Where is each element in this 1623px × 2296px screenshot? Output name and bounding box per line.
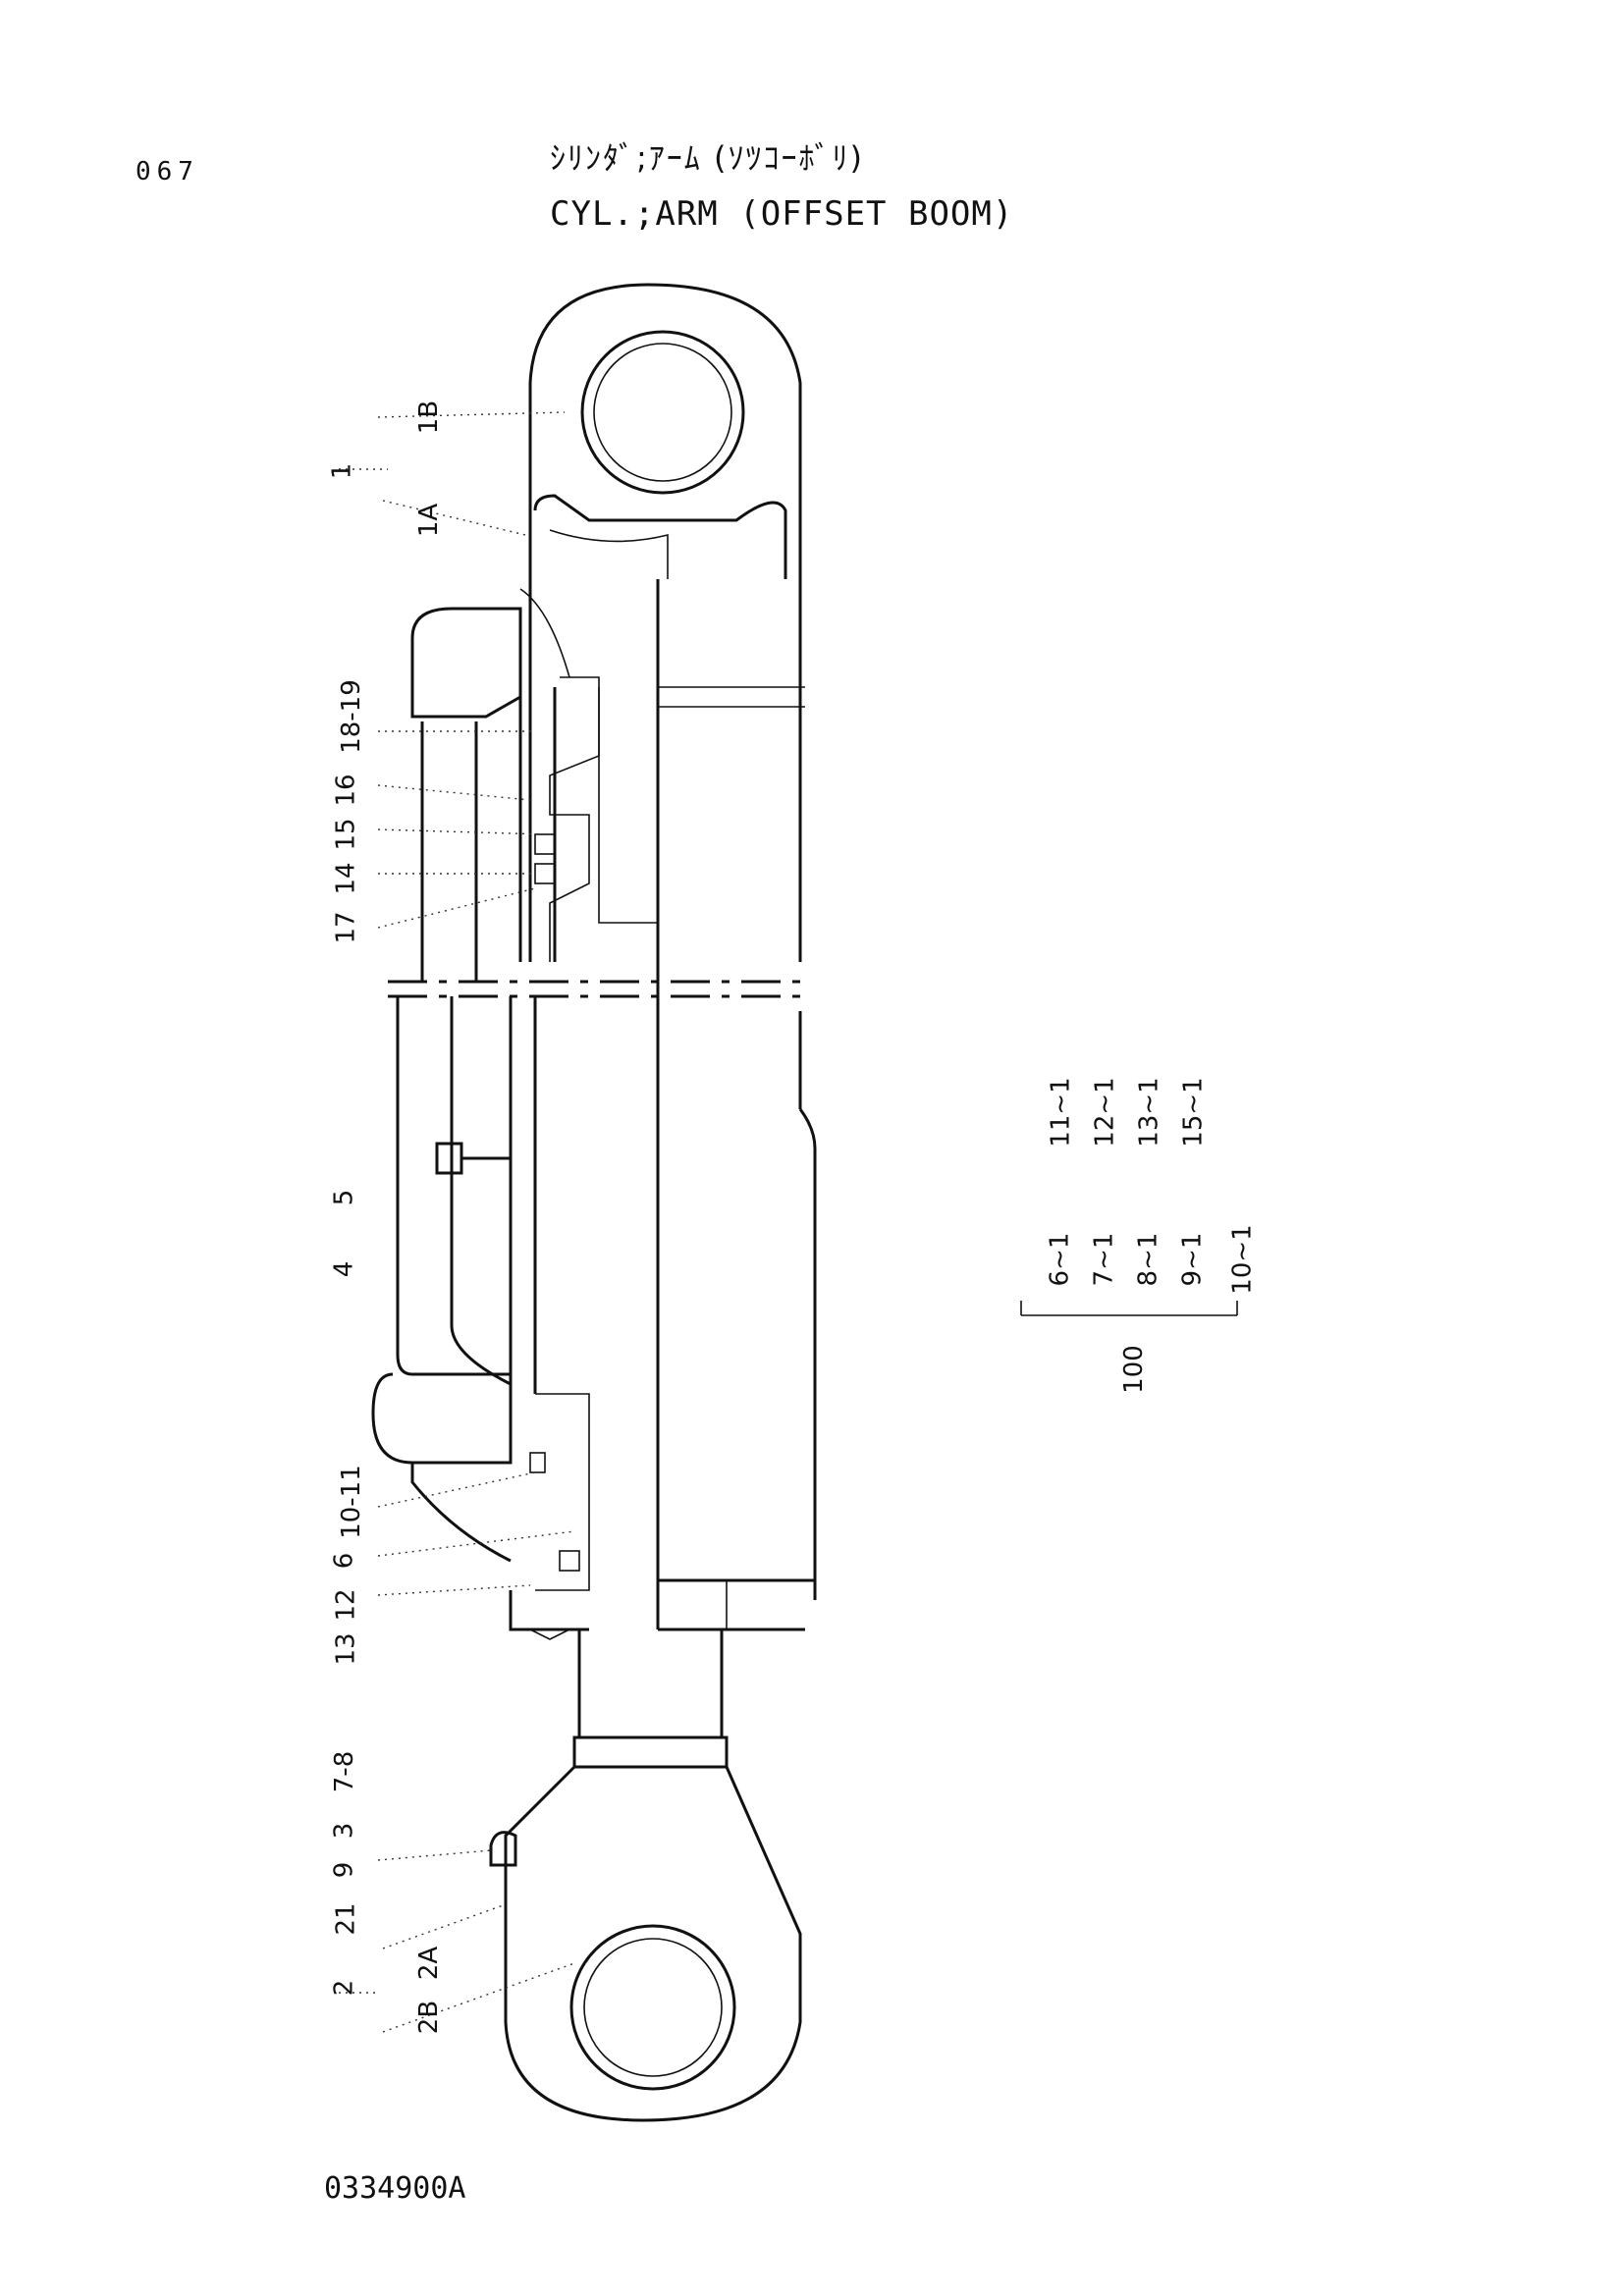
head-eye bbox=[528, 283, 802, 579]
callout-12: 12 bbox=[331, 1588, 361, 1622]
kit-bracket bbox=[1020, 1301, 1238, 1316]
kit-item: 12~1 bbox=[1090, 1077, 1120, 1148]
kit-item: 9~1 bbox=[1177, 1232, 1208, 1287]
kit-item: 10~1 bbox=[1227, 1224, 1258, 1295]
callout-1a: 1A bbox=[414, 503, 445, 538]
lower-gland bbox=[509, 996, 590, 1640]
callout-7-8: 7-8 bbox=[330, 1750, 360, 1793]
callout-15: 15 bbox=[331, 818, 361, 851]
callout-18-19: 18-19 bbox=[336, 679, 366, 754]
kit-item: 8~1 bbox=[1133, 1232, 1163, 1287]
callout-2b: 2B bbox=[414, 2000, 445, 2035]
page-number: 067 bbox=[135, 157, 199, 187]
leader-lines bbox=[339, 411, 575, 2033]
lower-pipe bbox=[371, 1142, 513, 1563]
break-line bbox=[388, 980, 805, 998]
kit-item: 6~1 bbox=[1045, 1232, 1075, 1287]
rod-eye bbox=[489, 1765, 802, 2122]
callout-14: 14 bbox=[331, 862, 361, 895]
kit-item: 7~1 bbox=[1089, 1232, 1119, 1287]
callout-2: 2 bbox=[329, 1979, 359, 1997]
kit-item: 15~1 bbox=[1178, 1077, 1209, 1148]
callout-9: 9 bbox=[329, 1861, 359, 1879]
callout-10-11: 10-11 bbox=[336, 1465, 366, 1539]
callout-13: 13 bbox=[331, 1632, 361, 1666]
kit-group-label: 100 bbox=[1118, 1345, 1149, 1394]
barrel bbox=[528, 579, 817, 1631]
upper-gland bbox=[518, 588, 658, 962]
piston-rod bbox=[572, 1629, 729, 1769]
callout-5: 5 bbox=[329, 1189, 359, 1206]
upper-pipe bbox=[396, 607, 522, 1306]
callout-21: 21 bbox=[331, 1902, 361, 1936]
callout-1b: 1B bbox=[414, 400, 445, 435]
callout-1: 1 bbox=[327, 462, 357, 480]
callout-6: 6 bbox=[329, 1552, 359, 1570]
callout-4: 4 bbox=[329, 1260, 359, 1278]
callout-16: 16 bbox=[331, 774, 361, 807]
callout-3: 3 bbox=[329, 1822, 359, 1840]
title-japanese: ｼﾘﾝﾀﾞ;ｱｰﾑ (ｿﾂｺｰﾎﾞﾘ) bbox=[550, 139, 864, 177]
callout-2a: 2A bbox=[414, 1946, 445, 1981]
kit-item: 13~1 bbox=[1134, 1077, 1164, 1148]
callout-17: 17 bbox=[331, 911, 361, 944]
drawing-code: 0334900A bbox=[324, 2171, 466, 2206]
title-english: CYL.;ARM (OFFSET BOOM) bbox=[550, 194, 1014, 234]
kit-item: 11~1 bbox=[1046, 1077, 1076, 1148]
